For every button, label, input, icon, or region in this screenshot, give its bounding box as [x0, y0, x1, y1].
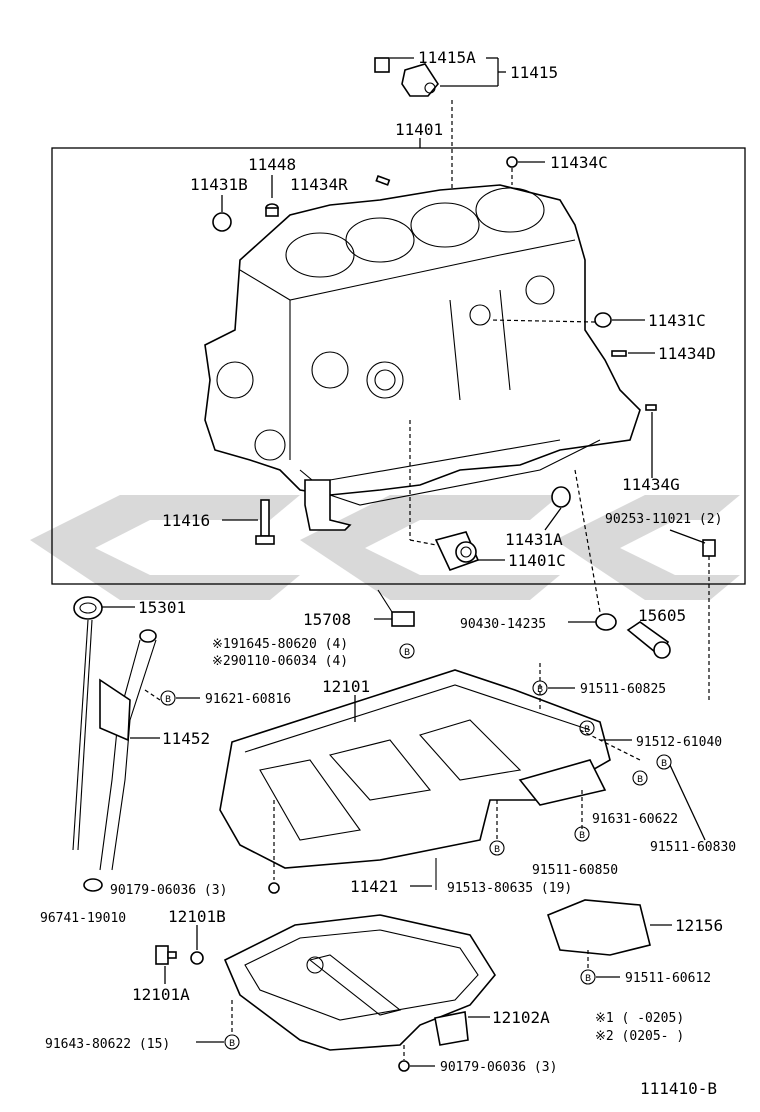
svg-text:B: B — [165, 695, 171, 705]
label-11434g: 11434G — [622, 475, 680, 494]
bolt-11416-part — [255, 499, 275, 545]
label-91511-60825: 91511-60825 — [580, 682, 666, 697]
label-91511-60850: 91511-60850 — [532, 863, 618, 878]
label-11448: 11448 — [248, 155, 296, 174]
footnote-1: ※1 ( -0205) — [595, 1011, 684, 1026]
bracket-12156-part — [546, 899, 651, 956]
plug-11431b-part — [212, 212, 232, 232]
pin-11434r-part — [375, 175, 391, 186]
svg-text:B: B — [585, 974, 591, 984]
oil-pressure-switch-part — [374, 57, 439, 97]
plug-11434c-part — [506, 156, 518, 168]
label-96741: 96741-19010 — [40, 911, 126, 926]
plug-11431c-part — [594, 312, 612, 328]
oil-pan-12101-part — [219, 669, 611, 869]
label-15605: 15605 — [638, 606, 686, 625]
label-11421: 11421 — [350, 877, 398, 896]
label-12156: 12156 — [675, 916, 723, 935]
label-290110: ※290110-06034 (4) — [212, 654, 348, 669]
watermark-logo — [30, 495, 740, 600]
svg-text:B: B — [494, 845, 500, 855]
label-91511-60612: 91511-60612 — [625, 971, 711, 986]
pin-11434g-part — [645, 404, 657, 411]
label-11401c: 11401C — [508, 551, 566, 570]
bushing-11401c-part — [434, 531, 480, 571]
label-11415a: 11415A — [418, 48, 476, 67]
label-12102a: 12102A — [492, 1008, 550, 1027]
footnote-2: ※2 (0205- ) — [595, 1029, 684, 1044]
label-90179-upper: 90179-06036 (3) — [110, 883, 227, 898]
label-11401: 11401 — [395, 120, 443, 139]
label-191645: ※191645-80620 (4) — [212, 637, 348, 652]
label-11434d: 11434D — [658, 344, 716, 363]
label-91513: 91513-80635 (19) — [447, 881, 572, 896]
label-91512: 91512-61040 — [636, 735, 722, 750]
label-91631: 91631-60622 — [592, 812, 678, 827]
label-15301: 15301 — [138, 598, 186, 617]
label-90179-lower: 90179-06036 (3) — [440, 1060, 557, 1075]
dipstick-15301-part — [72, 596, 103, 851]
pin-11434d-part — [611, 350, 627, 357]
bolt-marker-icons: B B B B B B B B B B — [160, 643, 672, 1050]
gasket-90430-part — [595, 613, 617, 631]
oil-pan-12102a-part — [223, 914, 496, 1051]
label-11431b: 11431B — [190, 175, 248, 194]
label-91621: 91621-60816 — [205, 692, 291, 707]
svg-text:B: B — [584, 725, 590, 735]
label-11431a: 11431A — [505, 530, 563, 549]
diagram-code: 111410-B — [640, 1079, 717, 1098]
label-15708: 15708 — [303, 610, 351, 629]
label-11431c: 11431C — [648, 311, 706, 330]
drain-plug-15605-part — [626, 621, 671, 659]
label-11434c: 11434C — [550, 153, 608, 172]
label-12101: 12101 — [322, 677, 370, 696]
plug-11448-part — [265, 203, 279, 217]
label-11452: 11452 — [162, 729, 210, 748]
washer-12101b-part — [190, 951, 204, 965]
o-ring-96741-part — [83, 878, 103, 892]
plug-12101a-part — [155, 945, 177, 965]
svg-text:B: B — [404, 648, 410, 658]
label-11415: 11415 — [510, 63, 558, 82]
label-90430: 90430-14235 — [460, 617, 546, 632]
engine-block-frame — [51, 147, 746, 585]
svg-text:B: B — [579, 831, 585, 841]
label-11434r: 11434R — [290, 175, 348, 194]
svg-text:B: B — [537, 685, 543, 695]
label-12101a: 12101A — [132, 985, 190, 1004]
nut-90179-upper-part — [268, 882, 280, 894]
nut-90179-lower-part — [398, 1060, 410, 1072]
svg-text:B: B — [637, 775, 643, 785]
label-91643: 91643-80622 (15) — [45, 1037, 170, 1052]
svg-text:B: B — [661, 759, 667, 769]
label-90253: 90253-11021 (2) — [605, 512, 722, 527]
label-11416: 11416 — [162, 511, 210, 530]
cylinder-block-part — [204, 184, 641, 531]
svg-text:B: B — [229, 1039, 235, 1049]
guide-tube-11452-part — [99, 629, 157, 871]
label-12101b: 12101B — [168, 907, 226, 926]
label-91511-60830: 91511-60830 — [650, 840, 736, 855]
plug-11431a-part — [551, 486, 571, 508]
